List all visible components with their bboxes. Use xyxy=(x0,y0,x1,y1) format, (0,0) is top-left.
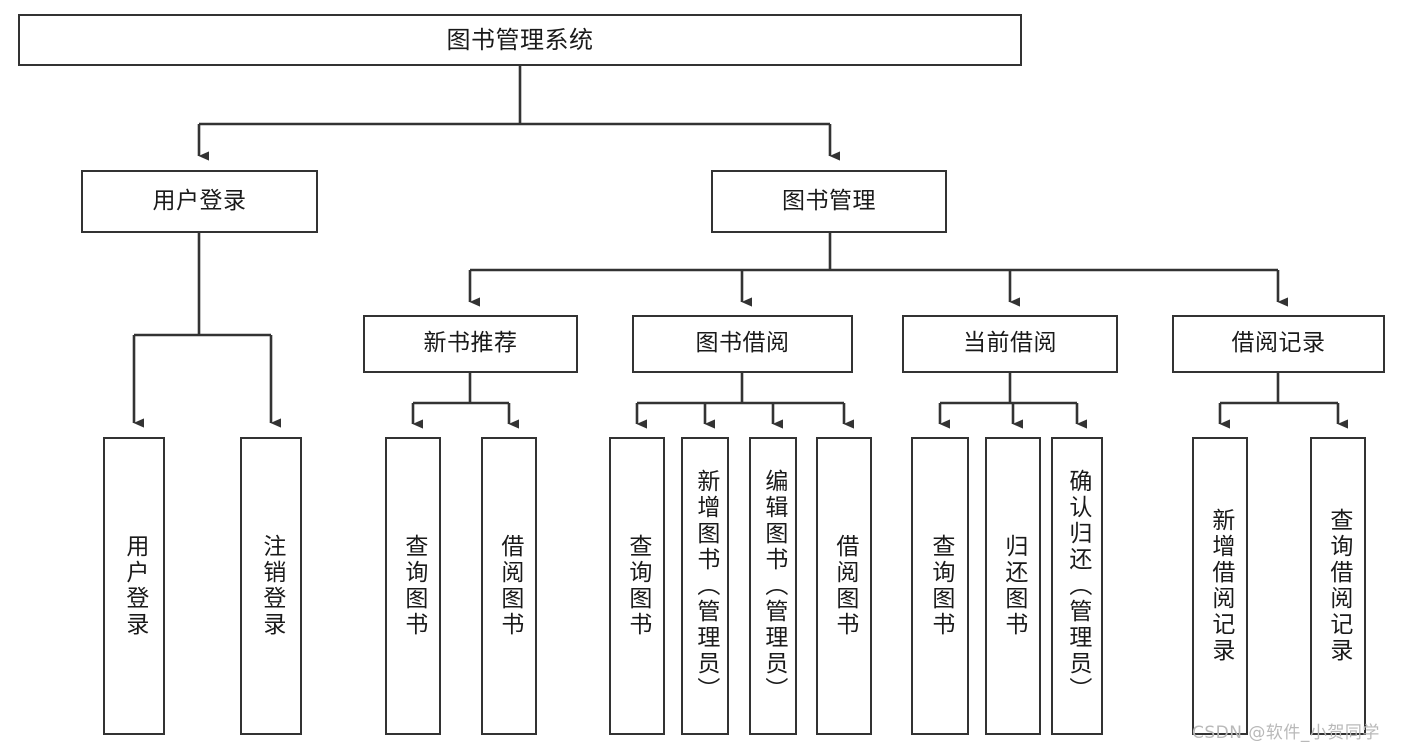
node-leaf-query-borrow-record[interactable]: 查询借阅记录 xyxy=(1310,437,1366,735)
node-label: 查询借阅记录 xyxy=(1325,508,1352,664)
node-book-manage[interactable]: 图书管理 xyxy=(711,170,947,233)
node-label: 归还图书 xyxy=(1000,534,1027,638)
node-current-borrow[interactable]: 当前借阅 xyxy=(902,315,1118,373)
node-label: 当前借阅 xyxy=(963,330,1057,357)
node-leaf-query-book-current[interactable]: 查询图书 xyxy=(911,437,969,735)
node-label: 图书管理 xyxy=(782,187,876,214)
node-label: 确认归还（管理员） xyxy=(1064,469,1091,703)
node-label: 借阅图书 xyxy=(496,534,523,638)
node-leaf-add-borrow-record[interactable]: 新增借阅记录 xyxy=(1192,437,1248,735)
node-book-borrow[interactable]: 图书借阅 xyxy=(632,315,853,373)
node-label: 新增图书（管理员） xyxy=(692,469,719,703)
node-label: 查询图书 xyxy=(927,534,954,638)
node-leaf-edit-book-admin[interactable]: 编辑图书（管理员） xyxy=(749,437,797,735)
node-label: 借阅图书 xyxy=(831,534,858,638)
node-leaf-borrow-book-recommend[interactable]: 借阅图书 xyxy=(481,437,537,735)
node-new-book-recommend[interactable]: 新书推荐 xyxy=(363,315,578,373)
node-label: 新增借阅记录 xyxy=(1207,508,1234,664)
node-leaf-user-logout[interactable]: 注销登录 xyxy=(240,437,302,735)
node-borrow-records[interactable]: 借阅记录 xyxy=(1172,315,1385,373)
node-label: 查询图书 xyxy=(400,534,427,638)
node-root[interactable]: 图书管理系统 xyxy=(18,14,1022,66)
node-label: 用户登录 xyxy=(152,187,247,214)
node-leaf-query-book-recommend[interactable]: 查询图书 xyxy=(385,437,441,735)
node-label: 借阅记录 xyxy=(1231,330,1326,357)
node-leaf-add-book-admin[interactable]: 新增图书（管理员） xyxy=(681,437,729,735)
node-label: 注销登录 xyxy=(258,534,285,638)
node-label: 查询图书 xyxy=(624,534,651,638)
node-user-login[interactable]: 用户登录 xyxy=(81,170,318,233)
node-leaf-confirm-return-admin[interactable]: 确认归还（管理员） xyxy=(1051,437,1103,735)
node-label: 用户登录 xyxy=(121,534,148,638)
node-label: 图书管理系统 xyxy=(446,25,594,54)
node-label: 编辑图书（管理员） xyxy=(760,469,787,703)
node-label: 图书借阅 xyxy=(695,330,790,357)
node-label: 新书推荐 xyxy=(423,330,518,357)
node-leaf-return-book[interactable]: 归还图书 xyxy=(985,437,1041,735)
node-leaf-user-login[interactable]: 用户登录 xyxy=(103,437,165,735)
node-leaf-borrow-book-borrow[interactable]: 借阅图书 xyxy=(816,437,872,735)
node-leaf-query-book-borrow[interactable]: 查询图书 xyxy=(609,437,665,735)
